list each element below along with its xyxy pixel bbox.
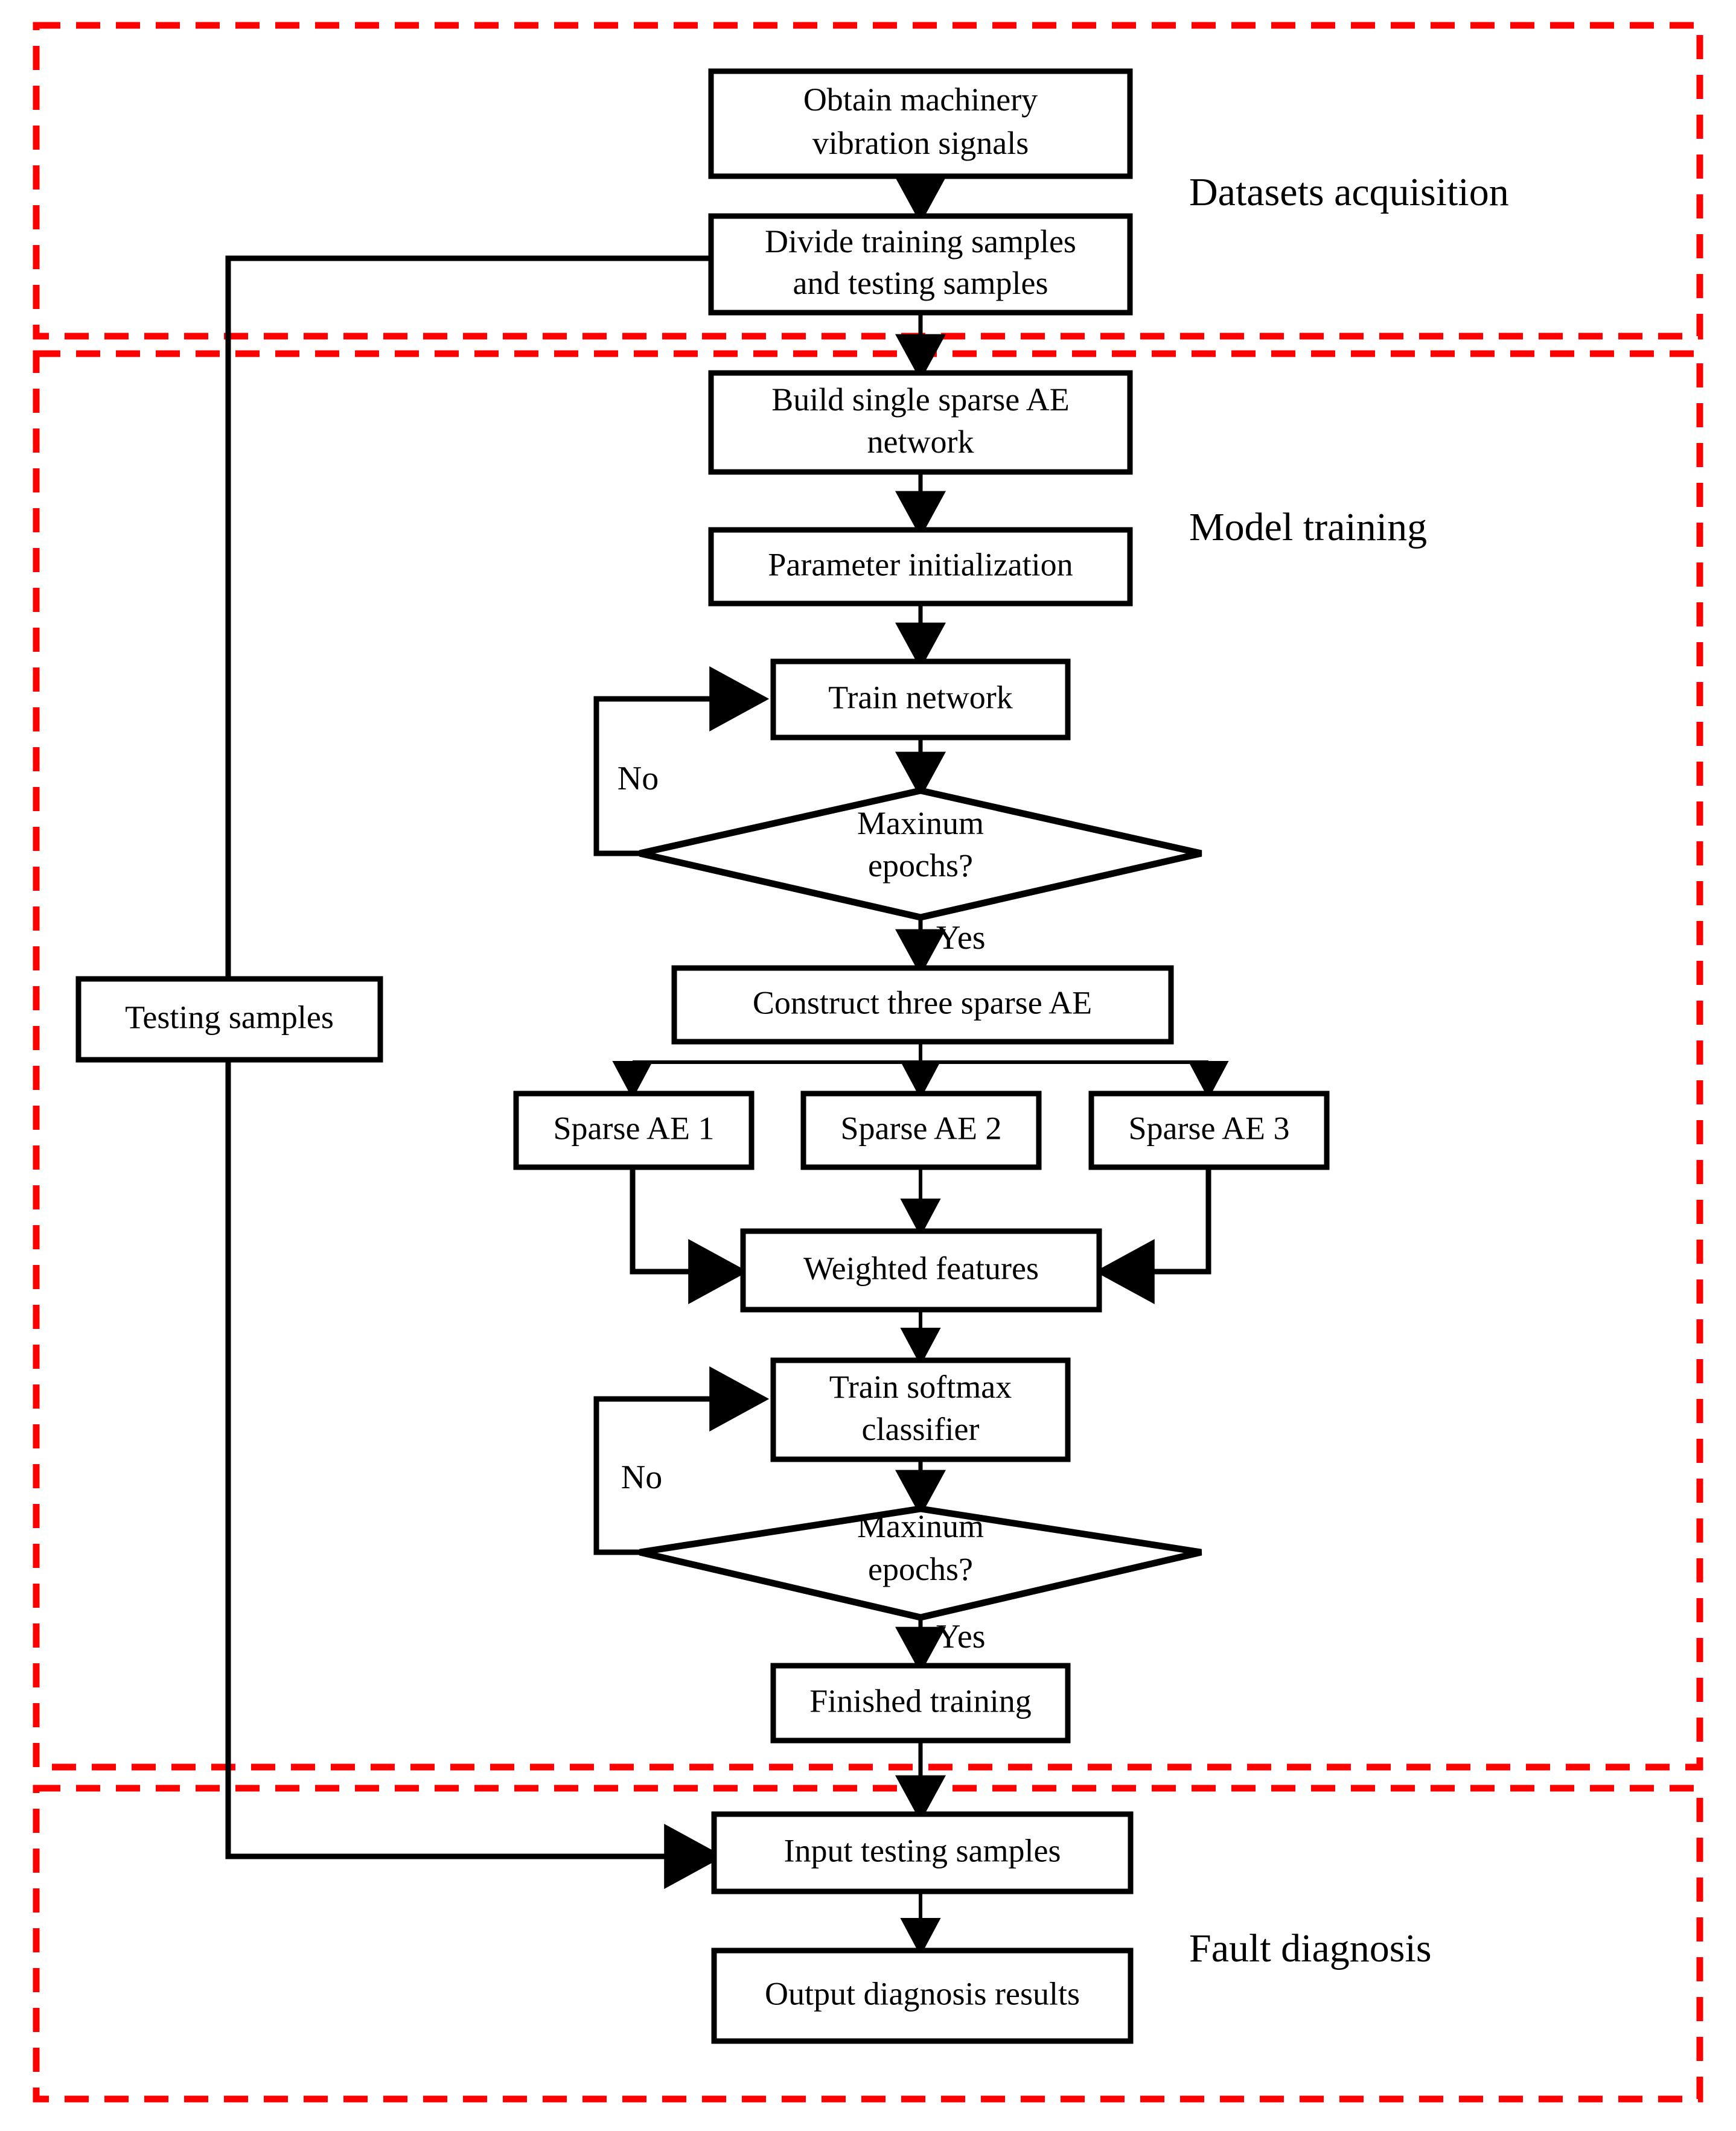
node-weighted-features-label: Weighted features	[803, 1250, 1039, 1286]
node-train-softmax-line1: Train softmax	[829, 1369, 1012, 1405]
node-finished-training-label: Finished training	[809, 1683, 1031, 1719]
node-param-init-label: Parameter initialization	[768, 546, 1073, 582]
edge-label-no-1: No	[617, 760, 659, 797]
node-sparse-ae-1-label: Sparse AE 1	[554, 1110, 715, 1146]
node-max-epochs-1-line2: epochs?	[868, 847, 973, 884]
node-obtain-signals-line1: Obtain machinery	[803, 81, 1038, 118]
node-max-epochs-1: Maxinum epochs?	[639, 787, 1202, 921]
node-max-epochs-2: Maxinum epochs?	[639, 1505, 1202, 1621]
node-construct-three-sae: Construct three sparse AE	[671, 965, 1174, 1045]
node-train-softmax: Train softmax classifier	[770, 1357, 1071, 1462]
node-sparse-ae-3-label: Sparse AE 3	[1129, 1110, 1290, 1146]
section-box-fault-diagnosis	[33, 1785, 1703, 2103]
node-testing-samples: Testing samples	[75, 976, 383, 1063]
node-train-softmax-line2: classifier	[862, 1411, 980, 1447]
node-param-init: Parameter initialization	[708, 527, 1133, 607]
edge-label-yes-2: Yes	[936, 1618, 985, 1655]
edge-label-yes-1: Yes	[936, 919, 985, 957]
edge-sae1-to-weighted	[630, 1167, 748, 1304]
node-finished-training: Finished training	[770, 1663, 1071, 1744]
section-label-datasets-acquisition: Datasets acquisition	[1189, 170, 1509, 214]
node-output-diagnosis: Output diagnosis results	[711, 1948, 1134, 2044]
edge-decision2-no-loop	[593, 1366, 770, 1555]
node-sparse-ae-2: Sparse AE 2	[800, 1091, 1042, 1170]
section-label-model-training: Model training	[1189, 505, 1427, 549]
node-output-diagnosis-label: Output diagnosis results	[765, 1975, 1080, 2012]
node-build-sae-line2: network	[867, 424, 974, 460]
edge-label-no-2: No	[621, 1459, 662, 1496]
node-sparse-ae-3: Sparse AE 3	[1088, 1091, 1330, 1170]
node-divide-samples: Divide training samples and testing samp…	[708, 213, 1133, 316]
node-divide-samples-line1: Divide training samples	[765, 223, 1076, 260]
node-input-testing-samples: Input testing samples	[711, 1811, 1134, 1894]
node-build-sae-line1: Build single sparse AE	[771, 381, 1069, 418]
node-testing-samples-label: Testing samples	[125, 999, 334, 1035]
section-box-datasets-acquisition	[33, 22, 1703, 340]
node-sparse-ae-2-label: Sparse AE 2	[841, 1110, 1002, 1146]
edge-sae3-to-weighted	[1094, 1167, 1211, 1304]
node-obtain-signals-line2: vibration signals	[812, 125, 1029, 161]
node-construct-three-sae-label: Construct three sparse AE	[753, 984, 1092, 1021]
node-obtain-signals: Obtain machinery vibration signals	[708, 68, 1133, 179]
node-input-testing-samples-label: Input testing samples	[784, 1832, 1061, 1868]
node-build-sae: Build single sparse AE network	[708, 370, 1133, 475]
node-sparse-ae-1: Sparse AE 1	[513, 1091, 755, 1170]
node-max-epochs-2-line2: epochs?	[868, 1551, 973, 1587]
edge-decision1-no-loop	[593, 666, 770, 856]
node-train-network-label: Train network	[828, 679, 1013, 715]
node-weighted-features: Weighted features	[740, 1228, 1102, 1313]
node-max-epochs-1-line1: Maxinum	[857, 805, 984, 841]
section-label-fault-diagnosis: Fault diagnosis	[1189, 1926, 1432, 1970]
node-max-epochs-2-line1: Maxinum	[857, 1508, 984, 1544]
node-train-network: Train network	[770, 658, 1071, 741]
node-divide-samples-line2: and testing samples	[793, 265, 1048, 301]
section-box-model-training	[33, 350, 1703, 1771]
